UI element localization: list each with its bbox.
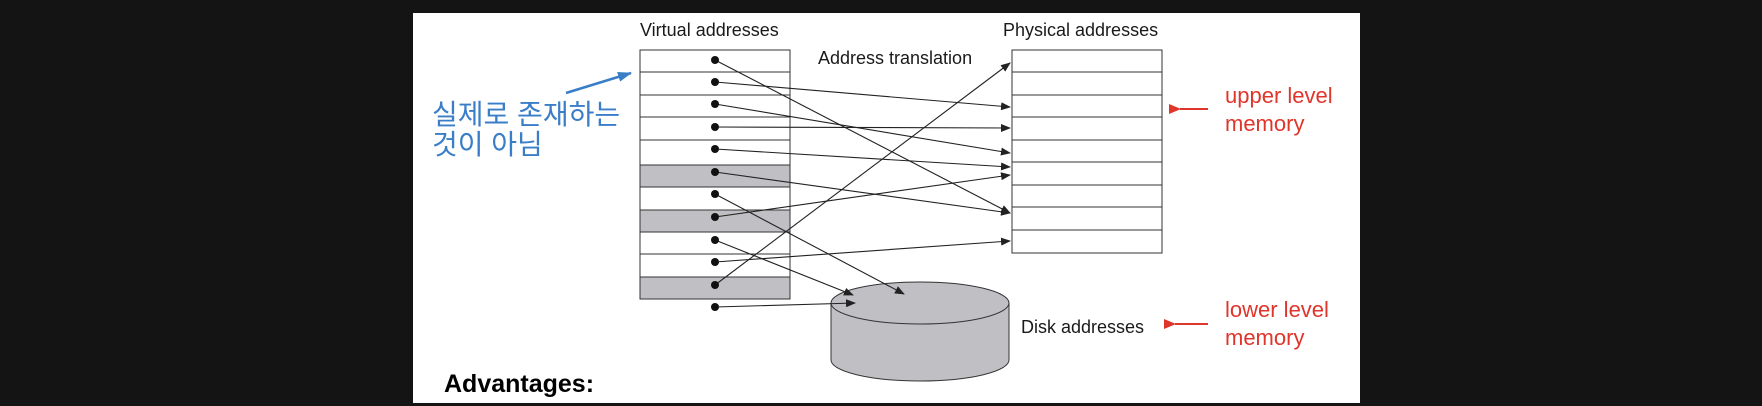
- annotation-arrow: [565, 71, 632, 95]
- upper-level-memory-label: memory: [1225, 111, 1304, 136]
- virtual-addresses-label: Virtual addresses: [640, 20, 779, 40]
- virtual-address-table: [639, 49, 791, 300]
- korean-note-line1: 실제로 존재하는: [432, 99, 620, 130]
- disk-addresses-label: Disk addresses: [1021, 317, 1144, 337]
- korean-note-line2: 것이 아님: [432, 129, 543, 160]
- advantages-heading: Advantages:: [444, 370, 594, 398]
- physical-address-table: [1011, 49, 1163, 254]
- lower-level-label: lower level: [1225, 297, 1329, 322]
- lower-level-memory-label: memory: [1225, 325, 1304, 350]
- address-translation-label: Address translation: [818, 48, 972, 68]
- upper-level-label: upper level: [1225, 83, 1333, 108]
- physical-addresses-label: Physical addresses: [1003, 20, 1158, 40]
- translation-arrows: [714, 59, 1011, 308]
- slide: Virtual addresses Physical addresses Add…: [413, 13, 1360, 403]
- disk-cylinder: [830, 281, 1010, 382]
- page-dots: [711, 56, 719, 311]
- virtual-memory-diagram: Virtual addresses Physical addresses Add…: [432, 20, 1333, 398]
